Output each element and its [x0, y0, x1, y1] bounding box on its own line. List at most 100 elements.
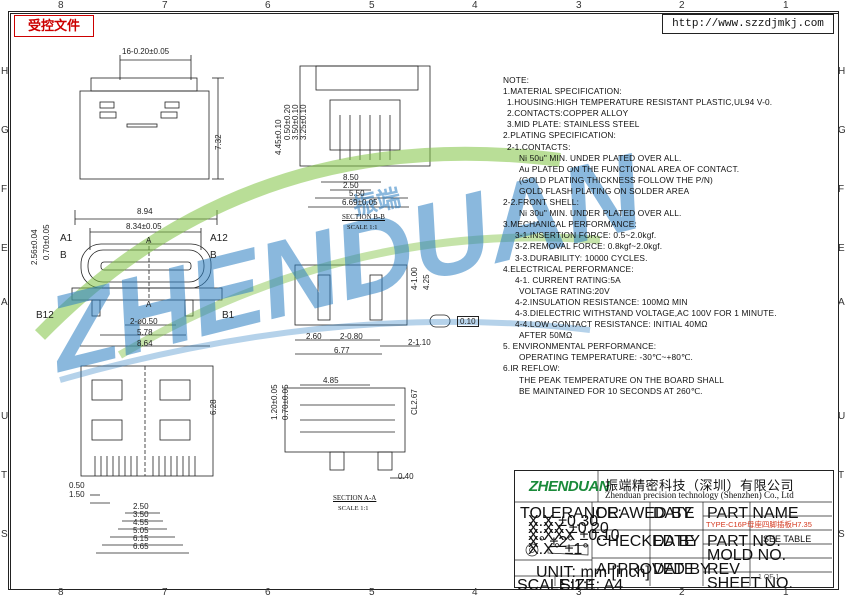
note-line: 3.MECHANICAL PERFORMANCE:: [503, 219, 637, 230]
dim-label: 8.64: [137, 339, 153, 348]
row-label: F: [838, 184, 845, 195]
col-label: 7: [162, 587, 168, 598]
col-label: 1: [783, 587, 789, 598]
col-label: 4: [472, 587, 478, 598]
part-no-label: PART NO.: [707, 533, 781, 550]
note-line: 2-1.CONTACTS:: [507, 141, 571, 152]
row-label: T: [838, 470, 845, 481]
date-label: DATE: [653, 561, 695, 578]
note-line: 4-4.LOW CONTACT RESISTANCE: INITIAL 40MΩ: [515, 319, 708, 330]
note-line: 4.ELECTRICAL PERFORMANCE:: [503, 263, 634, 274]
section-title: SECTION B-B: [342, 213, 385, 221]
dim-label: A1: [60, 233, 73, 244]
note-line: Au PLATED ON THE FUNCTIONAL AREA OF CONT…: [519, 163, 740, 174]
dim-label: 0.50: [69, 481, 85, 490]
note-line: 3-1.INSERTION FORCE: 0.5~2.0kgf.: [515, 230, 657, 241]
row-label: S: [1, 529, 8, 540]
dim-label: A: [146, 236, 152, 245]
section-scale: SCALE 1:1: [347, 224, 378, 231]
part-name-value: TYPE-C16P母座四脚插板H7.35: [706, 520, 812, 529]
drawing-frame: [8, 11, 839, 590]
note-line: 3.MID PLATE: STAINLESS STEEL: [507, 119, 640, 130]
note-line: VOLTAGE RATING:20V: [519, 285, 610, 296]
dim-label: 2.50: [343, 181, 359, 190]
rev-label: REV: [707, 561, 740, 578]
notes-block: NOTE:1.MATERIAL SPECIFICATION:1.HOUSING:…: [503, 75, 803, 397]
row-label: T: [1, 470, 8, 481]
company-name-en: Zhenduan precision technology (Shenzhen)…: [605, 490, 794, 500]
note-line: 4-2.INSULATION RESISTANCE: 100MΩ MIN: [515, 296, 688, 307]
tolerance-row: X.XXX ±0.10: [528, 527, 620, 544]
tolerance-row: X.XX ±0.20: [528, 520, 609, 537]
drawing-inner-frame: [10, 13, 839, 590]
dim-label: 5.78: [137, 328, 153, 337]
dim-label: 2-0.80: [340, 332, 363, 341]
row-label: A: [838, 297, 845, 308]
row-label: U: [1, 411, 9, 422]
dim-label: B12: [36, 310, 54, 321]
row-label: U: [838, 411, 845, 422]
row-label: F: [1, 184, 8, 195]
note-line: BE MAINTAINED FOR 10 SECONDS AT 260℃.: [519, 385, 703, 396]
row-label: E: [838, 243, 845, 254]
note-line: 4-3.DIELECTRIC WITHSTAND VOLTAGE,AC 100V…: [515, 307, 777, 318]
dim-label: 2.50: [133, 502, 149, 511]
note-line: 6.IR REFLOW:: [503, 363, 560, 374]
title-block: [514, 470, 834, 588]
dim-label: 8.34±0.05: [126, 222, 162, 231]
dim-label: 0.10: [457, 316, 479, 327]
note-line: 2.CONTACTS:COPPER ALLOY: [507, 108, 629, 119]
dim-label: 5.50: [349, 189, 365, 198]
col-label: 4: [472, 0, 478, 11]
tolerance-row: X.X° ±1°: [528, 541, 589, 558]
website-url[interactable]: http://www.szzdjmkj.com: [662, 14, 834, 34]
bottom-view-body: [80, 365, 214, 477]
size-label: SIZE: A4: [560, 577, 624, 594]
note-line: 2.PLATING SPECIFICATION:: [503, 130, 617, 141]
note-line: 3-3.DURABILITY: 10000 CYCLES.: [515, 252, 648, 263]
dim-label: 3.50: [133, 510, 149, 519]
company-name-cn: 振端精密科技（深圳）有限公司: [605, 478, 795, 493]
part-name-label: PART NAME: [707, 505, 799, 522]
dim-label: A12: [210, 233, 228, 244]
date-label: DATE: [653, 505, 695, 522]
dim-label: 2-1.10: [408, 338, 431, 347]
sheet-no-label: SHEET NO.: [707, 575, 793, 592]
col-label: 8: [58, 587, 64, 598]
dim-label: 6.69±0.05: [342, 198, 378, 207]
row-label: S: [838, 529, 845, 540]
col-label: 7: [162, 0, 168, 11]
sheet-value: 1 OF 1: [758, 574, 780, 581]
dim-label: B1: [222, 310, 235, 321]
row-label: H: [1, 66, 9, 77]
dim-label: 8.94: [137, 207, 153, 216]
note-line: (GOLD PLATING THICKNESS FOLLOW THE P/N): [519, 174, 713, 185]
bottom-pin-row: [94, 456, 196, 476]
note-line: THE PEAK TEMPERATURE ON THE BOARD SHALL: [519, 374, 725, 385]
dim-label: 6.77: [334, 346, 350, 355]
mold-no-label: MOLD NO.: [707, 547, 787, 564]
tolerance-row: X° ±2°: [528, 534, 574, 551]
unit-label: UNIT: mm [inch]: [536, 564, 650, 581]
approved-by-label: APPROVED BY: [596, 561, 711, 578]
col-label: 2: [679, 0, 685, 11]
dim-label: B: [60, 250, 67, 261]
col-label: 3: [576, 0, 582, 11]
controlled-document-stamp: 受控文件: [14, 15, 94, 37]
col-label: 6: [265, 0, 271, 11]
dim-label: 2.60: [306, 332, 322, 341]
note-line: NOTE:: [503, 75, 530, 85]
dim-label: 2-ø0.50: [130, 317, 158, 326]
drawed-by-label: DRAWED BY: [596, 505, 693, 522]
col-label: 2: [679, 587, 685, 598]
date-label: DATE: [653, 533, 695, 550]
row-label: G: [838, 125, 845, 136]
note-line: Ni 50u" MIN. UNDER PLATED OVER ALL.: [519, 152, 682, 163]
dim-label: 4.55: [133, 518, 149, 527]
col-label: 5: [369, 587, 375, 598]
note-line: 1.MATERIAL SPECIFICATION:: [503, 86, 622, 97]
dim-label: 1.50: [69, 490, 85, 499]
row-label: G: [1, 125, 9, 136]
tolerance-row: X.X ±0.30: [528, 513, 599, 530]
